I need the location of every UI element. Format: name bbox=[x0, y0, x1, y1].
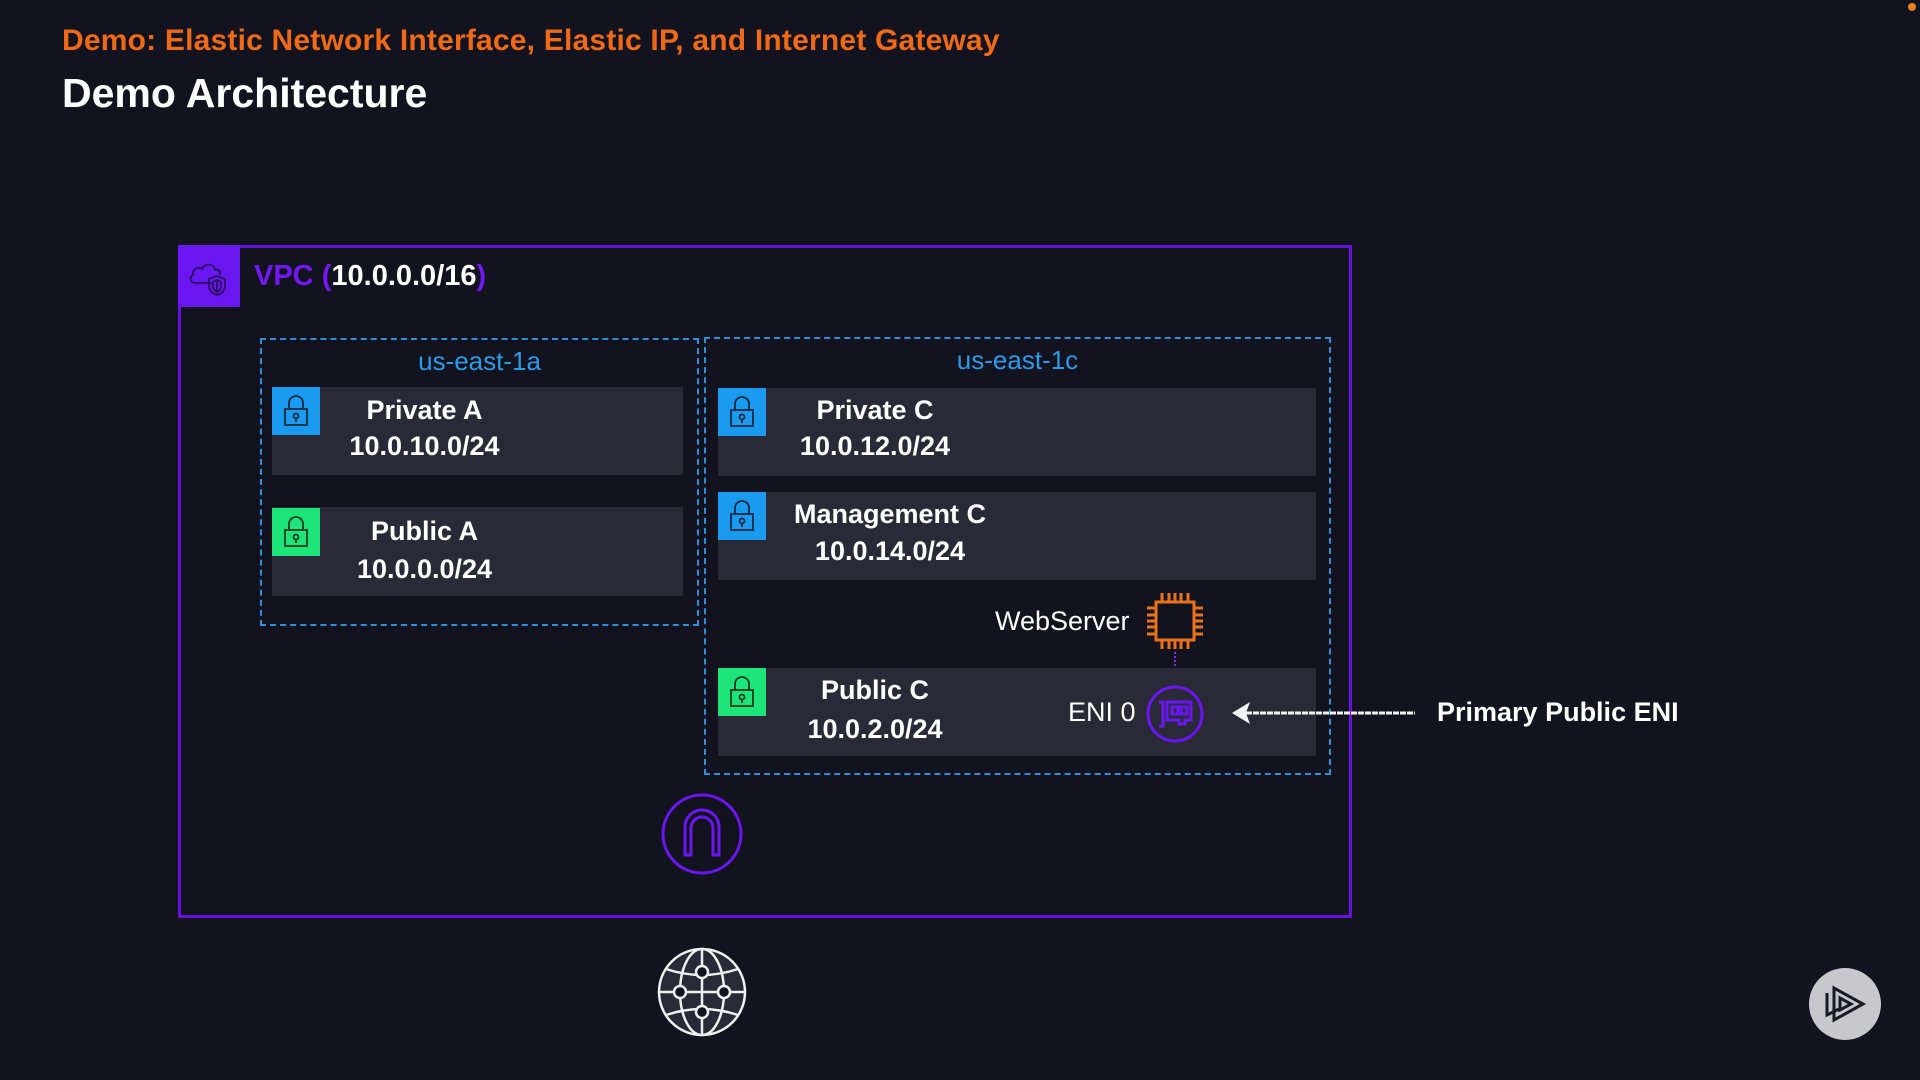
vpc-label-prefix: VPC bbox=[254, 260, 314, 292]
vpc-paren-close: ) bbox=[476, 260, 487, 292]
eni-label: ENI 0 bbox=[1068, 697, 1136, 727]
subnet-public-c bbox=[718, 668, 1316, 756]
lock-icon bbox=[718, 388, 766, 436]
play-logo-button[interactable] bbox=[1809, 968, 1881, 1040]
subnet-name: Private A bbox=[366, 395, 483, 425]
subnet-name: Management C bbox=[793, 499, 987, 529]
recording-indicator-dot bbox=[1908, 3, 1916, 11]
lock-icon bbox=[718, 668, 766, 716]
az-label: us-east-1c bbox=[956, 345, 1079, 375]
vpc-cidr: 10.0.0.0/16 bbox=[331, 260, 477, 292]
subnet-name: Public C bbox=[820, 675, 929, 705]
subnet-cidr: 10.0.12.0/24 bbox=[799, 431, 951, 461]
subnet-public-a bbox=[272, 507, 683, 596]
subnet-name: Public A bbox=[370, 516, 478, 546]
availability-zone-us-east-1c bbox=[704, 337, 1331, 775]
internet-gateway-icon[interactable] bbox=[660, 792, 744, 876]
play-logo-icon bbox=[1825, 985, 1867, 1023]
vpc-boundary bbox=[178, 245, 1352, 918]
availability-zone-us-east-1a bbox=[260, 338, 699, 626]
subnet-cidr: 10.0.2.0/24 bbox=[807, 714, 943, 744]
arrow-left-icon bbox=[1228, 698, 1418, 728]
callout-label: Primary Public ENI bbox=[1437, 697, 1679, 727]
subnet-cidr: 10.0.14.0/24 bbox=[814, 536, 966, 566]
subnet-management-c bbox=[718, 492, 1316, 580]
subnet-private-c bbox=[718, 388, 1316, 476]
az-label: us-east-1a bbox=[418, 346, 541, 376]
vpc-label: VPC (10.0.0.0/16) bbox=[254, 260, 486, 293]
subnet-cidr: 10.0.10.0/24 bbox=[349, 431, 500, 461]
subnet-private-a bbox=[272, 387, 683, 475]
network-card-icon[interactable] bbox=[1145, 684, 1205, 744]
instance-label: WebServer bbox=[995, 606, 1130, 636]
slide-subtitle: Demo: Elastic Network Interface, Elastic… bbox=[62, 24, 1000, 57]
lock-icon bbox=[718, 492, 766, 540]
ec2-chip-icon[interactable] bbox=[1144, 590, 1206, 652]
lock-icon bbox=[272, 508, 320, 556]
subnet-cidr: 10.0.0.0/24 bbox=[356, 554, 493, 584]
globe-icon[interactable] bbox=[657, 947, 747, 1037]
lock-icon bbox=[272, 387, 320, 435]
slide-title: Demo Architecture bbox=[62, 70, 428, 116]
vpc-cloud-shield-icon bbox=[178, 245, 240, 307]
vpc-paren-open: ( bbox=[321, 260, 332, 292]
subnet-name: Private C bbox=[816, 395, 934, 425]
